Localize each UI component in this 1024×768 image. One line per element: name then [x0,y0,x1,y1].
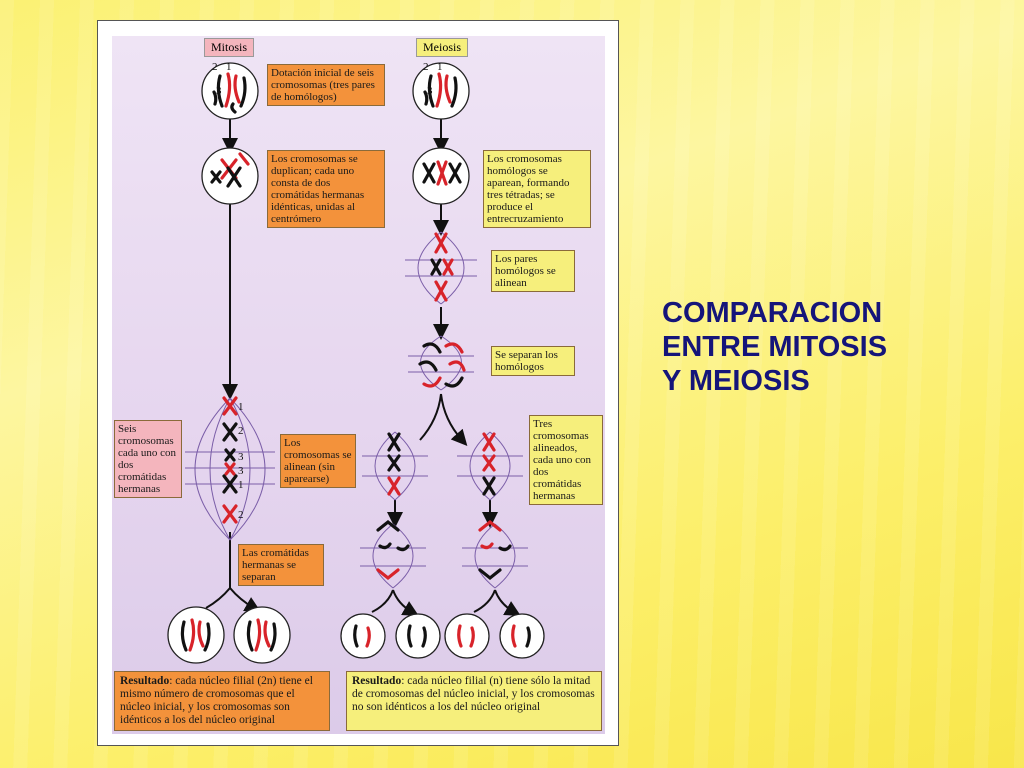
num-mm-3b: 3 [238,465,244,477]
num-me-2: 2 [423,61,429,73]
meiosis-homologs-separating [418,342,466,388]
num-mm-2: 2 [238,425,244,437]
mitosis-arrow-split [205,587,254,608]
num-mi-2: 2 [212,61,218,73]
meiosis-initial-chromosomes [423,72,458,108]
num-mi-3: 3 [216,85,222,97]
num-mm-1: 1 [238,401,244,413]
label-se-alinean-sin-aparearse: Los cromosomas se alinean (sin aparearse… [280,434,356,488]
num-me-1: 1 [437,61,443,73]
num-mi-1: 1 [226,61,232,73]
num-me-3: 3 [427,85,433,97]
result-mitosis: Resultado: cada núcleo filial (2n) tiene… [114,671,330,731]
chromosomes [180,72,531,652]
slide-title-line-1: COMPARACION [662,297,883,329]
label-pares-homologos-alinean: Los pares homólogos se alinean [491,250,575,292]
meiosis-ii-anaphase-left [376,519,410,581]
num-mm-2b: 2 [238,509,244,521]
label-cromosomas-se-duplican: Los cromosomas se duplican; cada uno con… [267,150,385,228]
meiosis-ii-metaphase-left [387,432,401,496]
meiosis-spindle-2 [408,335,474,391]
mitosis-initial-chromosomes [212,72,247,114]
meiosis-ii-metaphase-right [482,432,496,496]
mitosis-nucleus-duplicated [201,147,259,205]
result-mitosis-text: : cada núcleo filial (2n) tiene el mismo… [120,675,313,726]
num-mm-1b: 1 [238,479,244,491]
meiosis-arrow-split [419,393,462,440]
slide-title-line-3: Y MEIOSIS [662,365,810,397]
meiosis-spindle-1 [405,231,477,305]
mitosis-daughter-nucleus-1 [167,606,225,664]
mitosis-spindle [185,397,275,541]
meiosis-ii-anaphase-right [478,519,512,581]
meiosis-spindle-4 [457,431,523,501]
meiosis-header: Meiosis [416,38,469,57]
chromosome-numbers: 1 2 3 1 2 3 1 2 3 3 1 2 [212,61,443,521]
meiosis-daughter-chromosomes [353,624,531,648]
meiosis-daughter-nucleus-2 [395,613,441,659]
result-mitosis-bold: Resultado [120,675,170,687]
spindles [185,231,528,589]
mitosis-header: Mitosis [204,38,255,57]
slide-title: COMPARACION ENTRE MITOSIS Y MEIOSIS [662,296,1002,398]
label-seis-cromosomas: Seis cromosomas cada uno con dos cromáti… [114,420,182,498]
slide-title-line-2: ENTRE MITOSIS [662,331,888,363]
mitosis-metaphase-chromosomes [222,396,238,524]
process-arrows [205,118,514,612]
meiosis-tetrads-aligned [430,232,454,302]
mitosis-daughter-chromosomes [180,618,277,652]
meiosis-spindle-5 [360,523,426,589]
meiosis-arrow-6 [371,589,412,612]
mitosis-duplicated-chromosomes [210,152,250,188]
result-meiosis-text: : cada núcleo filial (n) tiene sólo la m… [352,675,595,713]
result-meiosis: Resultado: cada núcleo filial (n) tiene … [346,671,602,731]
meiosis-daughter-nucleus-3 [444,613,490,659]
meiosis-spindle-6 [462,523,528,589]
meiosis-daughter-nucleus-4 [499,613,545,659]
meiosis-arrow-7 [473,589,514,612]
label-se-separan-homologos: Se separan los homólogos [491,346,575,376]
label-dotacion-inicial: Dotación inicial de seis cromosomas (tre… [267,64,385,106]
label-cromatidas-hermanas-separan: Las cromátidas hermanas se separan [238,544,324,586]
result-meiosis-bold: Resultado [352,675,402,687]
mitosis-daughter-nucleus-2 [233,606,291,664]
label-homologos-se-aparean: Los cromosomas homólogos se aparean, for… [483,150,591,228]
meiosis-daughter-nucleus-1 [340,613,386,659]
num-mm-3: 3 [238,451,244,463]
label-tres-cromosomas-alineados: Tres cromosomas alineados, cada uno con … [529,415,603,505]
meiosis-paired-chromosomes [422,160,462,186]
